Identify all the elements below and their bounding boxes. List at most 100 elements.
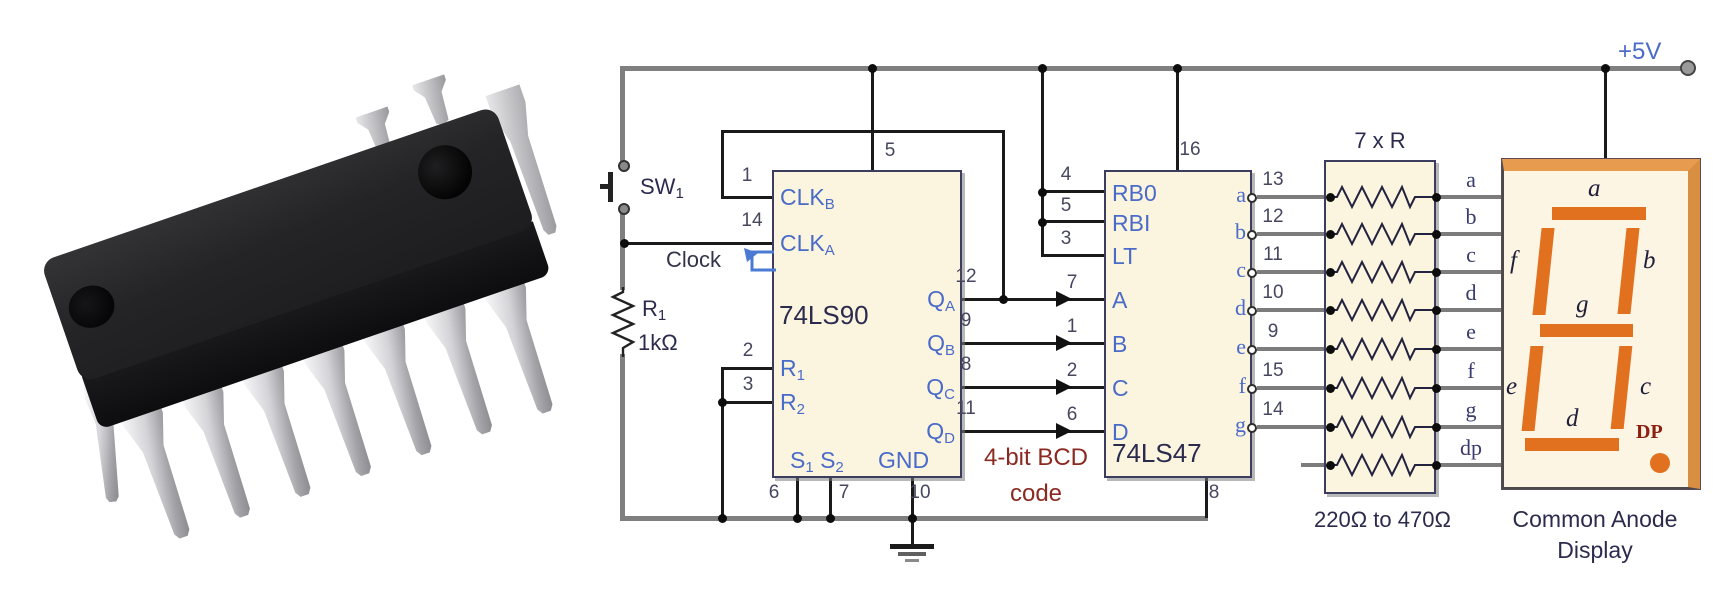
ic2-output-label-d: d — [1235, 295, 1246, 320]
junction-dot — [718, 398, 727, 407]
junction-dot — [1326, 423, 1335, 432]
junction-dot — [793, 514, 802, 523]
wire-qc-c — [960, 386, 1106, 389]
ic2-output-label-g: g — [1235, 412, 1246, 437]
junction-dot — [1326, 268, 1335, 277]
junction-dot — [718, 514, 727, 523]
pin-number-15: 15 — [1262, 360, 1284, 381]
resistor-zigzag-e — [1330, 336, 1436, 362]
pin-number-3: 3 — [742, 374, 754, 395]
wire-lt — [1042, 254, 1106, 257]
dip-ic-body-group — [0, 0, 638, 600]
pin-number-11: 11 — [1263, 244, 1283, 265]
output-pin-circle-d — [1247, 306, 1257, 316]
junction-dot — [1173, 64, 1182, 73]
wire-feedback-left — [721, 130, 724, 199]
wire-resistor-to-display-b — [1436, 232, 1506, 236]
wire-anode-drop — [1604, 68, 1607, 163]
pin-number-7b: 7 — [1066, 272, 1078, 293]
wire-label-g: g — [1465, 397, 1477, 422]
ic2-output-label-f: f — [1238, 373, 1246, 398]
wire-47-to-resistor-d — [1257, 308, 1330, 312]
wire-label-a: a — [1466, 167, 1476, 192]
pin-number-2: 2 — [742, 340, 754, 361]
junction-dot — [1432, 423, 1441, 432]
output-pin-circle-g — [1247, 423, 1257, 433]
junction-dot — [1326, 345, 1335, 354]
wire-qd-d — [960, 430, 1106, 433]
vcc-label: +5V — [1618, 38, 1662, 65]
output-pin-circle-a — [1247, 193, 1257, 203]
resistor-network-title: 7 x R — [1354, 128, 1406, 153]
junction-dot — [1326, 384, 1335, 393]
ic2-pin-a-label: A — [1112, 287, 1128, 313]
ic2-output-label-a: a — [1236, 182, 1246, 207]
arrowhead-b — [1056, 335, 1072, 351]
wire-reset-tie — [721, 367, 724, 518]
ic2-pin-d-label: D — [1112, 419, 1129, 445]
ic2-output-label-e: e — [1236, 334, 1246, 359]
pin-number-7: 7 — [838, 482, 850, 503]
arrowhead-a — [1056, 291, 1072, 307]
vcc-terminal — [1680, 60, 1696, 76]
output-pin-circle-b — [1247, 230, 1257, 240]
ic1-pin-clkb-label: CLKB — [780, 184, 835, 213]
segment-a-label: a — [1588, 175, 1601, 202]
switch-terminal-bottom — [618, 203, 630, 215]
vcc-rail — [620, 66, 1690, 71]
left-rail-seg3 — [620, 354, 625, 520]
ic2-title: 74LS47 — [1112, 438, 1202, 468]
wire-47-to-resistor-b — [1257, 232, 1330, 236]
bcd-note-line1: 4-bit BCD — [983, 444, 1089, 471]
segment-d — [1525, 438, 1619, 451]
wire-qb-b — [960, 342, 1106, 345]
resistor-network-box — [1324, 160, 1436, 494]
ic1-pin-qa-label: QA — [927, 286, 955, 315]
resistor-zigzag-a — [1330, 184, 1436, 210]
wire-resistor-to-display-a — [1436, 195, 1506, 199]
switch-actuator — [600, 184, 609, 189]
wire-47-to-resistor-g — [1257, 425, 1330, 429]
junction-dot — [1432, 345, 1441, 354]
left-rail-seg1 — [620, 66, 625, 166]
ic1-pin-qb-label: QB — [927, 330, 955, 359]
wire-s1-stub — [796, 478, 799, 518]
r1-label: R1 — [642, 296, 667, 324]
wire-ground-symbol-stub — [911, 518, 914, 546]
wire-gnd-stub — [911, 478, 914, 518]
wire-47-to-resistor-e — [1257, 347, 1330, 351]
pin-number-9: 9 — [960, 310, 972, 331]
pin-number-13: 13 — [1262, 169, 1284, 190]
segment-c — [1610, 346, 1633, 429]
ic1-pin-r2-label: R2 — [780, 389, 805, 418]
clock-label: Clock — [666, 247, 722, 272]
output-pin-circle-f — [1247, 384, 1257, 394]
pin-number-8b: 8 — [1208, 482, 1220, 503]
wire-dp-stub — [1301, 463, 1330, 467]
wire-feedback-right — [1002, 130, 1005, 300]
dip-ic-photo — [40, 50, 565, 560]
wire-pin5-drop — [871, 68, 874, 172]
ic1-pin-qc-label: QC — [926, 374, 955, 403]
wire-r1pin — [722, 367, 774, 370]
wire-r2pin — [722, 401, 774, 404]
output-pin-circle-c — [1247, 268, 1257, 278]
ic1-pin-r1-label: R1 — [780, 355, 805, 384]
switch-bar — [608, 172, 613, 202]
left-rail-seg2 — [620, 212, 625, 290]
output-pin-circle-e — [1247, 345, 1257, 355]
wire-rbi — [1042, 220, 1106, 223]
pin-number-14: 14 — [1262, 399, 1284, 420]
switch-terminal-top — [618, 160, 630, 172]
wire-label-d: d — [1465, 280, 1477, 305]
pin-number-10: 10 — [1262, 282, 1284, 303]
junction-dot — [1326, 193, 1335, 202]
seven-segment-display: a f b g e c d DP — [1501, 158, 1701, 490]
junction-dot — [620, 239, 629, 248]
pin-number-3b: 3 — [1060, 228, 1072, 249]
wire-resistor-to-display-f — [1436, 386, 1506, 390]
resistor-zigzag-d — [1330, 297, 1436, 323]
wire-label-f: f — [1467, 358, 1475, 383]
segment-b — [1617, 228, 1640, 314]
ic2-output-label-b: b — [1235, 219, 1246, 244]
